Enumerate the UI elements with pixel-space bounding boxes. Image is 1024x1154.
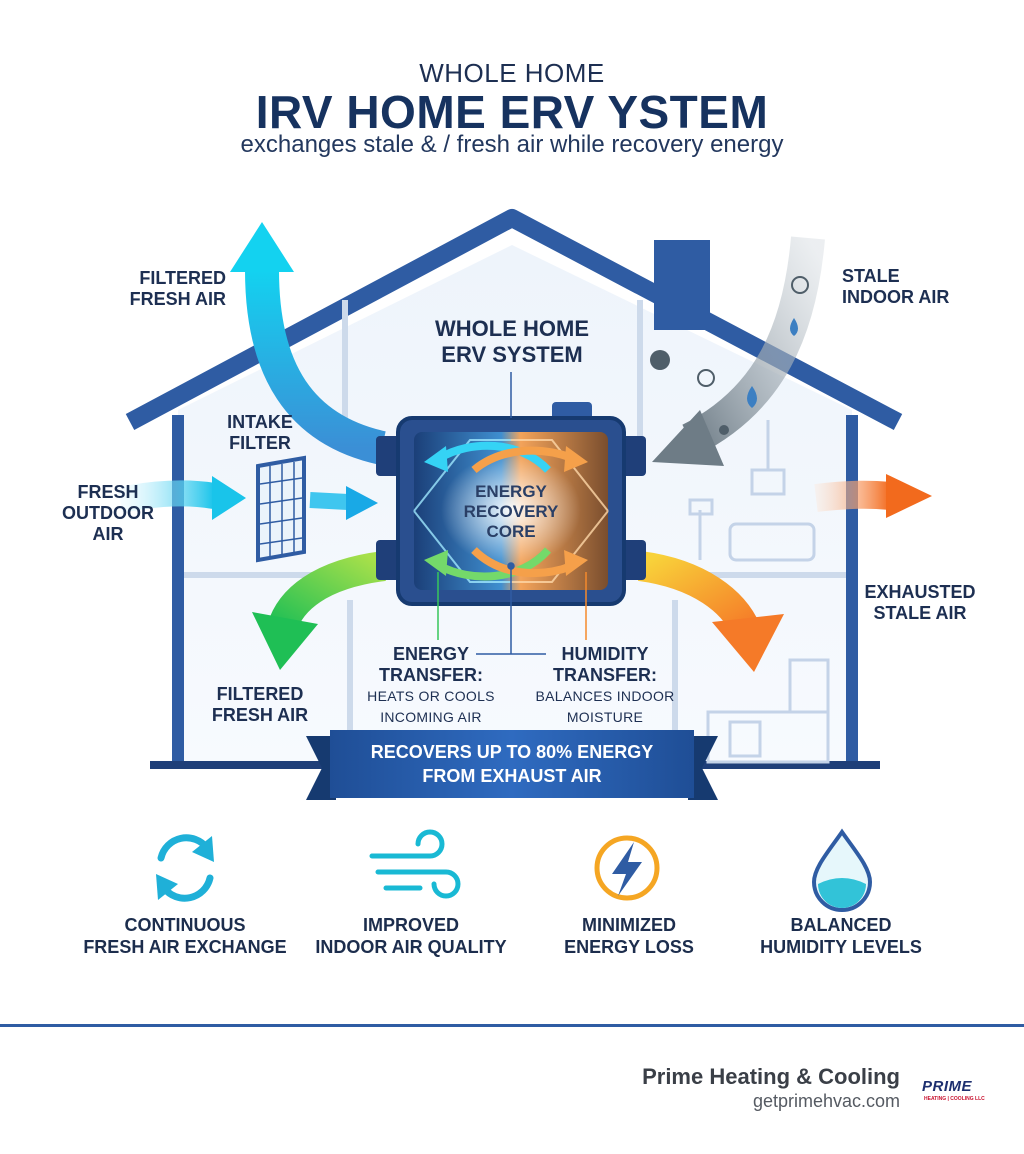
exhaust-stale-air-arrow <box>637 551 784 672</box>
exhaust-out-arrow <box>814 474 932 518</box>
label-line: RECOVERY <box>463 502 559 521</box>
banner-line: RECOVERS UP TO 80% ENERGY <box>370 742 654 762</box>
intake-filter-label: INTAKE FILTER <box>210 412 310 454</box>
label-line: FRESH <box>77 482 139 502</box>
label-line: BALANCES INDOOR <box>535 688 675 704</box>
refresh-cycle-icon <box>156 834 214 902</box>
label-line: INCOMING AIR <box>380 709 482 725</box>
label-line: MOISTURE <box>566 709 644 725</box>
label-line: INTAKE <box>227 412 293 432</box>
stale-indoor-air-label: STALE INDOOR AIR <box>842 266 982 308</box>
filtered-fresh-air-top-label: FILTERED FRESH AIR <box>100 268 226 310</box>
energy-transfer-label: ENERGY TRANSFER: HEATS OR COOLS INCOMING… <box>366 644 496 728</box>
lightning-bolt-icon <box>594 835 660 901</box>
label-line: FILTERED <box>139 268 226 288</box>
label-line: CORE <box>486 522 536 541</box>
filtered-fresh-air-up-arrow <box>230 222 387 465</box>
page-subtitle: exchanges stale & / fresh air while reco… <box>240 131 784 158</box>
header-supertitle: WHOLE HOME <box>419 58 605 88</box>
energy-recovery-banner <box>306 730 718 800</box>
logo-wordmark: PRIME <box>922 1078 973 1095</box>
page-title: IRV HOME ERV YSTEM <box>255 86 769 138</box>
feature-continuous-exchange: CONTINUOUS FRESH AIR EXCHANGE <box>65 914 305 958</box>
pollutant-particles <box>650 276 809 435</box>
erv-diagram <box>117 209 932 912</box>
company-url[interactable]: getprimehvac.com <box>752 1091 900 1111</box>
label-line: HUMIDITY <box>561 644 649 664</box>
label-line: TRANSFER: <box>553 665 657 685</box>
label-line: INDOOR AIR <box>842 287 950 307</box>
feature-indoor-air-quality: IMPROVED INDOOR AIR QUALITY <box>291 914 531 958</box>
erv-unit <box>376 402 646 606</box>
exhausted-stale-air-label: EXHAUSTED STALE AIR <box>850 582 990 624</box>
label-line: FRESH AIR <box>211 705 309 725</box>
feature-line: INDOOR AIR QUALITY <box>315 937 507 957</box>
feature-line: MINIMIZED <box>582 915 676 935</box>
energy-recovery-core-label: ENERGY RECOVERY CORE <box>440 482 582 542</box>
feature-line: HUMIDITY LEVELS <box>760 937 922 957</box>
feature-line: CONTINUOUS <box>124 915 246 935</box>
humidity-transfer-label: HUMIDITY TRANSFER: BALANCES INDOOR MOIST… <box>530 644 680 728</box>
label-line: HEATS OR COOLS <box>367 688 495 704</box>
filtered-fresh-air-bottom-label: FILTERED FRESH AIR <box>196 684 324 726</box>
label-line: ENERGY <box>475 482 547 501</box>
water-drop-icon <box>811 828 873 912</box>
label-line: STALE AIR <box>873 603 967 623</box>
label-line: FILTERED <box>216 684 304 704</box>
feature-line: FRESH AIR EXCHANGE <box>83 937 287 957</box>
label-line: WHOLE HOME <box>435 316 589 341</box>
label-line: EXHAUSTED <box>864 582 976 602</box>
footer-divider <box>0 1024 1024 1027</box>
banner-line: FROM EXHAUST AIR <box>422 766 602 786</box>
banner-text: RECOVERS UP TO 80% ENERGY FROM EXHAUST A… <box>330 740 694 788</box>
label-line: OUTDOOR <box>62 503 154 523</box>
label-line: AIR <box>92 524 124 544</box>
stale-air-arrow <box>652 236 825 466</box>
logo-subtext: HEATING | COOLING LLC <box>924 1096 985 1102</box>
label-line: FILTER <box>229 433 291 453</box>
fresh-outdoor-air-label: FRESH OUTDOOR AIR <box>48 482 168 545</box>
label-line: ENERGY <box>392 644 470 664</box>
erv-unit-title: WHOLE HOME ERV SYSTEM <box>410 316 614 368</box>
intake-filter-icon <box>256 455 306 563</box>
label-line: FRESH AIR <box>129 289 226 309</box>
feature-line: BALANCED <box>790 915 892 935</box>
label-line: TRANSFER: <box>379 665 483 685</box>
feature-energy-loss: MINIMIZED ENERGY LOSS <box>509 914 749 958</box>
feature-humidity-levels: BALANCED HUMIDITY LEVELS <box>721 914 961 958</box>
chimney <box>654 240 710 330</box>
callout-lines <box>437 372 587 655</box>
company-logo: PRIME HEATING | COOLING LLC <box>922 1078 1004 1106</box>
feature-line: ENERGY LOSS <box>564 937 694 957</box>
feature-line: IMPROVED <box>362 915 459 935</box>
label-line: STALE <box>842 266 900 286</box>
wind-icon <box>369 829 461 899</box>
filtered-fresh-air-supply-arrow <box>252 551 387 670</box>
label-line: ERV SYSTEM <box>441 342 583 367</box>
fresh-outdoor-arrow <box>117 476 378 520</box>
company-name: Prime Heating & Cooling <box>642 1064 900 1089</box>
